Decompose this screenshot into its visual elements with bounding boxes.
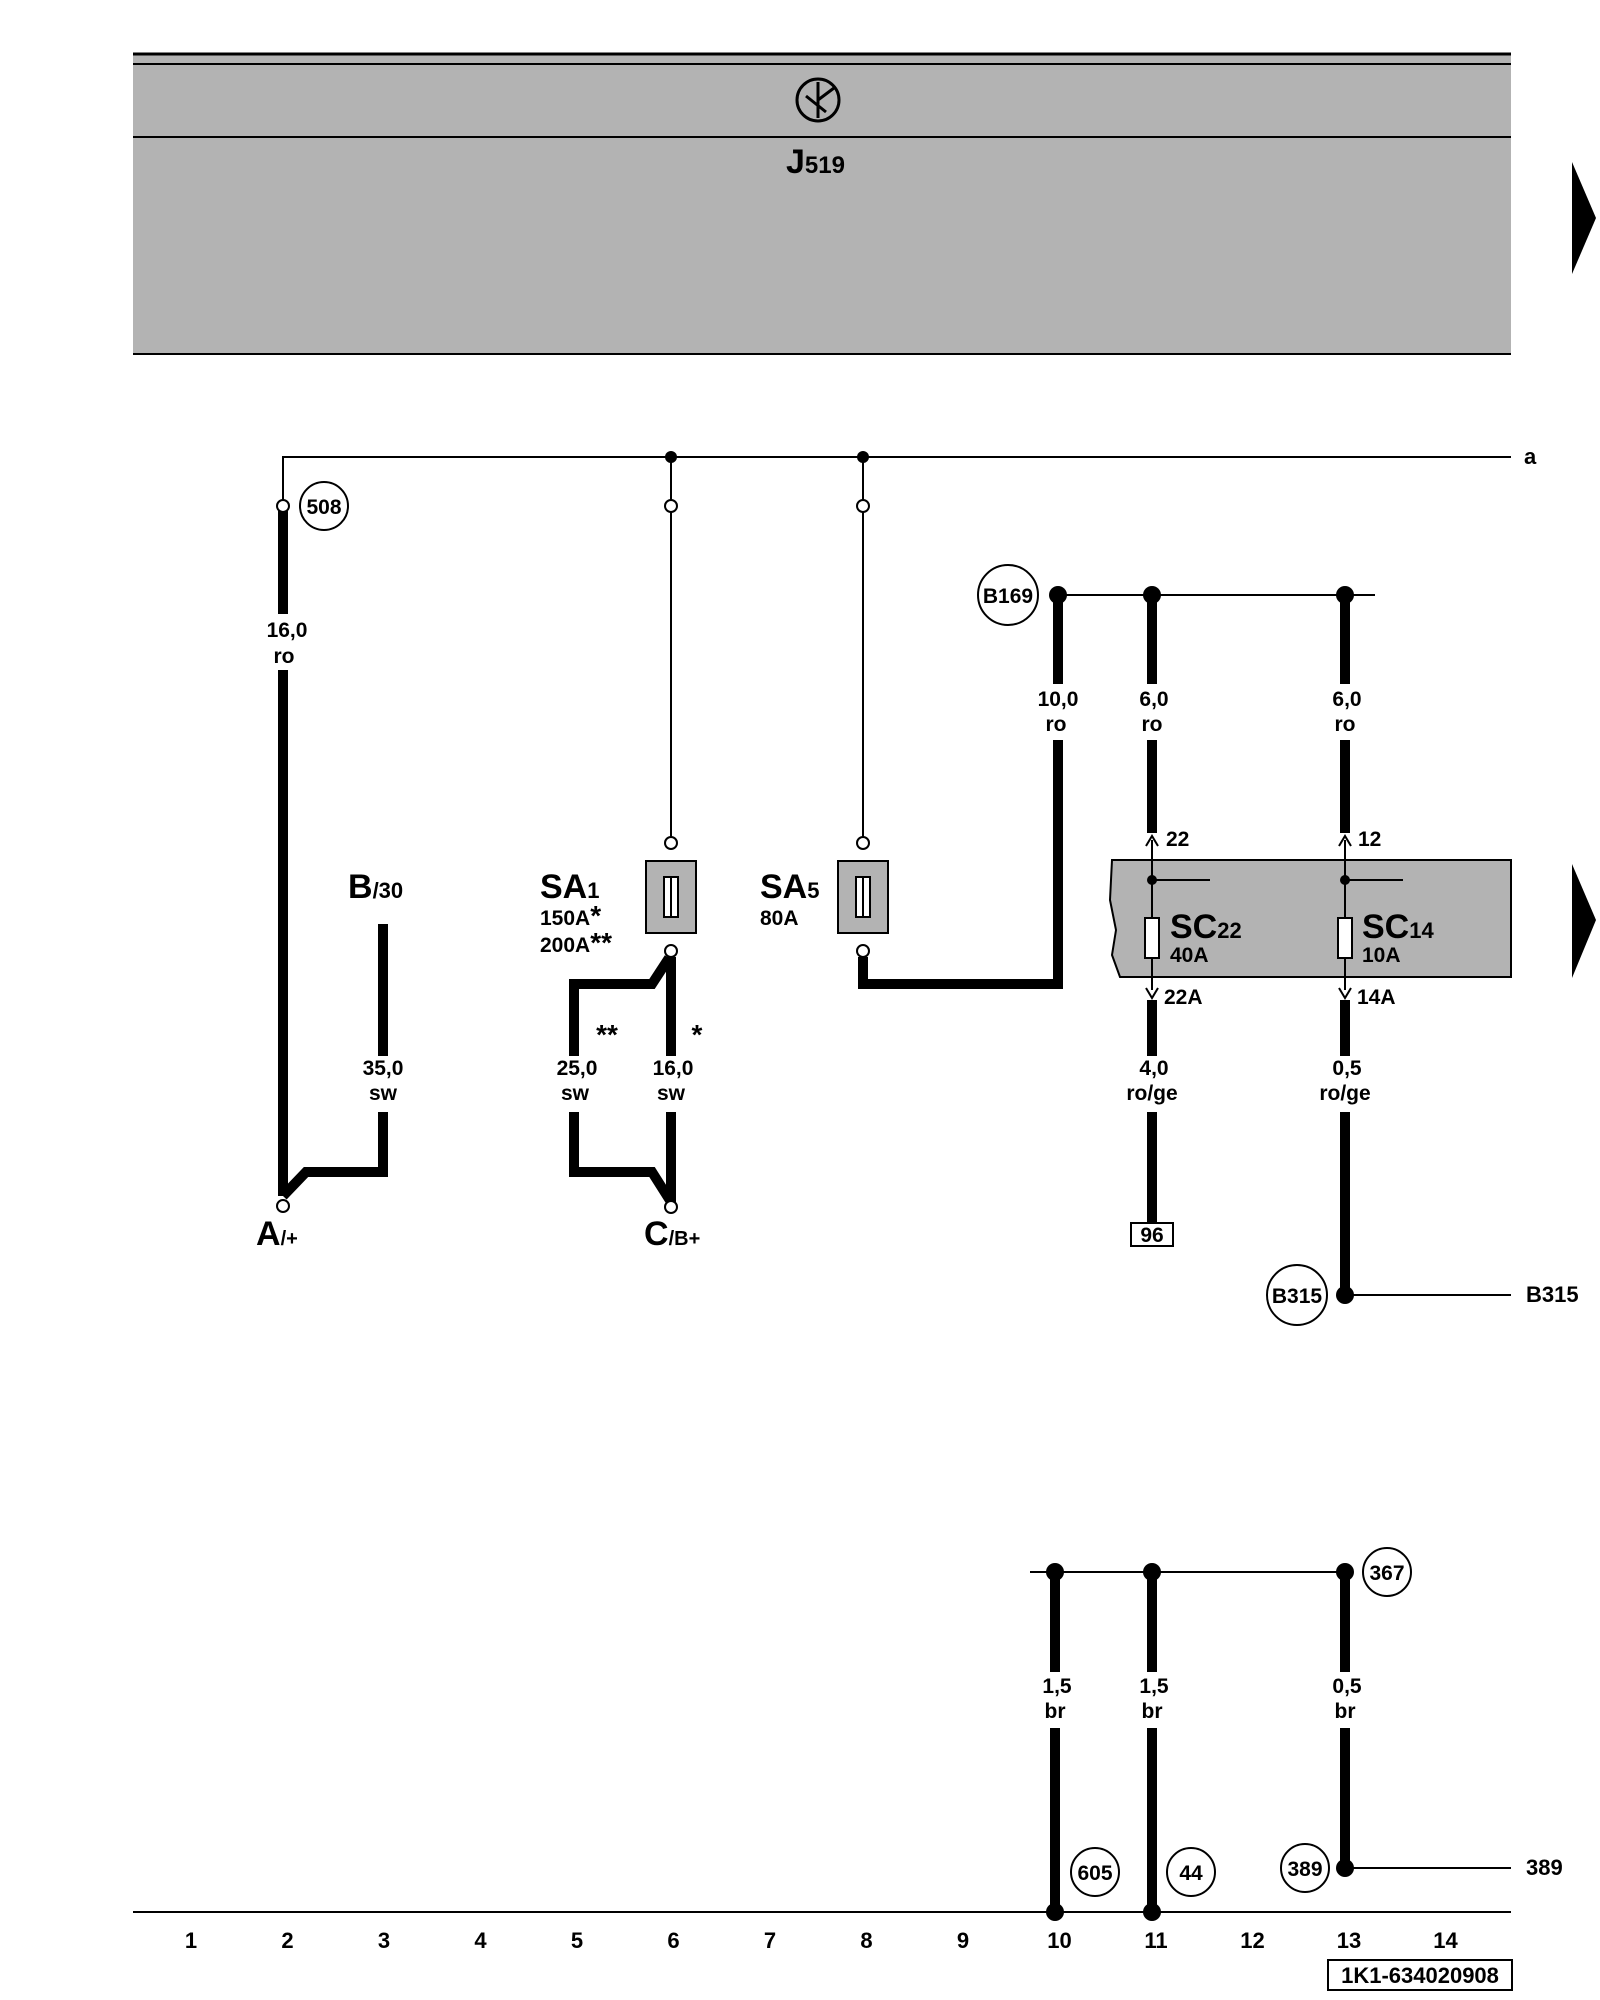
- svg-text:*: *: [692, 1019, 703, 1050]
- svg-text:1,5: 1,5: [1042, 1675, 1072, 1698]
- grid-number: 1: [185, 1928, 197, 1953]
- svg-text:B169: B169: [983, 585, 1033, 608]
- grid-number: 2: [281, 1928, 293, 1953]
- svg-text:12: 12: [1358, 828, 1381, 851]
- connector-a-label: A/+: [256, 1215, 298, 1253]
- svg-text:40A: 40A: [1170, 944, 1209, 967]
- wire-a: 16,0 ro 35,0 sw: [260, 499, 413, 1213]
- grid-number: 11: [1144, 1928, 1167, 1953]
- wire-color-label: sw: [369, 1082, 398, 1105]
- grid-number: 9: [957, 1928, 969, 1953]
- svg-text:sw: sw: [561, 1082, 590, 1105]
- fuse-sc14-label: SC14: [1362, 908, 1434, 946]
- b315-reference: B315: [1526, 1282, 1579, 1307]
- grid-number: 3: [378, 1928, 390, 1953]
- grid-number: 6: [667, 1928, 679, 1953]
- svg-text:367: 367: [1369, 1562, 1404, 1585]
- svg-text:96: 96: [1140, 1224, 1163, 1247]
- ref-389: 389: [1526, 1855, 1563, 1880]
- fuse-sa5-label: SA5: [760, 868, 819, 906]
- bus-line-a: a: [282, 444, 1537, 506]
- svg-text:ro: ro: [1046, 713, 1067, 736]
- svg-text:16,0: 16,0: [653, 1057, 694, 1080]
- point-508: 508: [299, 481, 349, 531]
- svg-text:0,5: 0,5: [1332, 1057, 1362, 1080]
- svg-text:6,0: 6,0: [1332, 688, 1361, 711]
- svg-text:B315: B315: [1272, 1285, 1323, 1308]
- svg-text:**: **: [596, 1019, 618, 1050]
- svg-text:1K1-634020908: 1K1-634020908: [1341, 1963, 1499, 1988]
- fuse-sa1-label: SA1: [540, 868, 599, 906]
- svg-text:1,5: 1,5: [1139, 1675, 1169, 1698]
- ground-distribution: 367 1,5 br 605 1,5 br 44 0,5 br 389 389: [1030, 1547, 1563, 1921]
- fuse-sa1: SA1 150A* 200A** ** * 25,0 sw 16,0 sw: [540, 457, 703, 1214]
- wire-size-label: 16,0: [267, 619, 308, 642]
- svg-text:ro/ge: ro/ge: [1319, 1082, 1370, 1105]
- svg-text:br: br: [1335, 1700, 1356, 1723]
- grid-number: 5: [571, 1928, 583, 1953]
- fuse-sa5: SA5 80A: [760, 457, 1063, 989]
- control-unit-box: [133, 54, 1511, 354]
- page-arrow-middle-icon: [1572, 864, 1596, 978]
- grid-number: 4: [474, 1928, 487, 1953]
- svg-text:14A: 14A: [1357, 986, 1396, 1009]
- svg-text:ro/ge: ro/ge: [1126, 1082, 1177, 1105]
- grid-number: 13: [1337, 1928, 1361, 1953]
- svg-text:200A**: 200A**: [540, 927, 612, 958]
- svg-text:508: 508: [306, 496, 341, 519]
- fuse-sc14: 6,0 ro 12 SC14 10A 14A 0,5 ro/ge B315 B3…: [1266, 595, 1579, 1326]
- svg-text:br: br: [1142, 1700, 1163, 1723]
- fuse-sc22-label: SC22: [1170, 908, 1242, 946]
- svg-text:0,5: 0,5: [1332, 1675, 1362, 1698]
- grid-number: 14: [1433, 1928, 1458, 1953]
- svg-text:22A: 22A: [1164, 986, 1203, 1009]
- connector-b-label: B/30: [348, 868, 403, 906]
- svg-text:6,0: 6,0: [1139, 688, 1168, 711]
- grid-number: 7: [764, 1928, 776, 1953]
- ground-symbol-icon: [795, 77, 841, 123]
- svg-text:44: 44: [1179, 1862, 1203, 1885]
- svg-text:ro: ro: [1335, 713, 1356, 736]
- svg-text:389: 389: [1287, 1858, 1322, 1881]
- component-label: J519: [786, 143, 845, 181]
- grid-number: 8: [860, 1928, 872, 1953]
- grid-number: 12: [1240, 1928, 1264, 1953]
- reference-box-96: [1130, 1222, 1174, 1247]
- svg-text:605: 605: [1077, 1862, 1112, 1885]
- bus-label-a: a: [1524, 444, 1537, 469]
- junction-b169: B169 10,0 ro: [977, 564, 1375, 740]
- svg-text:ro: ro: [1142, 713, 1163, 736]
- fuse-sc22: 6,0 ro 22 SC22 40A 22A 4,0 ro/ge 96: [1118, 595, 1242, 1247]
- grid-number: 10: [1047, 1928, 1071, 1953]
- document-id: 1K1-634020908: [1327, 1959, 1513, 1991]
- svg-text:br: br: [1045, 1700, 1066, 1723]
- svg-text:10,0: 10,0: [1038, 688, 1079, 711]
- wire-size-label: 35,0: [363, 1057, 404, 1080]
- svg-text:80A: 80A: [760, 907, 799, 930]
- page-arrow-top-icon: [1572, 162, 1596, 274]
- svg-text:sw: sw: [657, 1082, 686, 1105]
- svg-text:10A: 10A: [1362, 944, 1401, 967]
- svg-text:25,0: 25,0: [557, 1057, 598, 1080]
- control-unit-header: J519: [133, 52, 1511, 355]
- connector-c-label: C/B+: [644, 1215, 700, 1253]
- svg-text:4,0: 4,0: [1139, 1057, 1168, 1080]
- wire-color-label: ro: [274, 645, 295, 668]
- fuse-block-sc: [1108, 859, 1512, 978]
- svg-text:150A*: 150A*: [540, 900, 601, 931]
- svg-text:22: 22: [1166, 828, 1189, 851]
